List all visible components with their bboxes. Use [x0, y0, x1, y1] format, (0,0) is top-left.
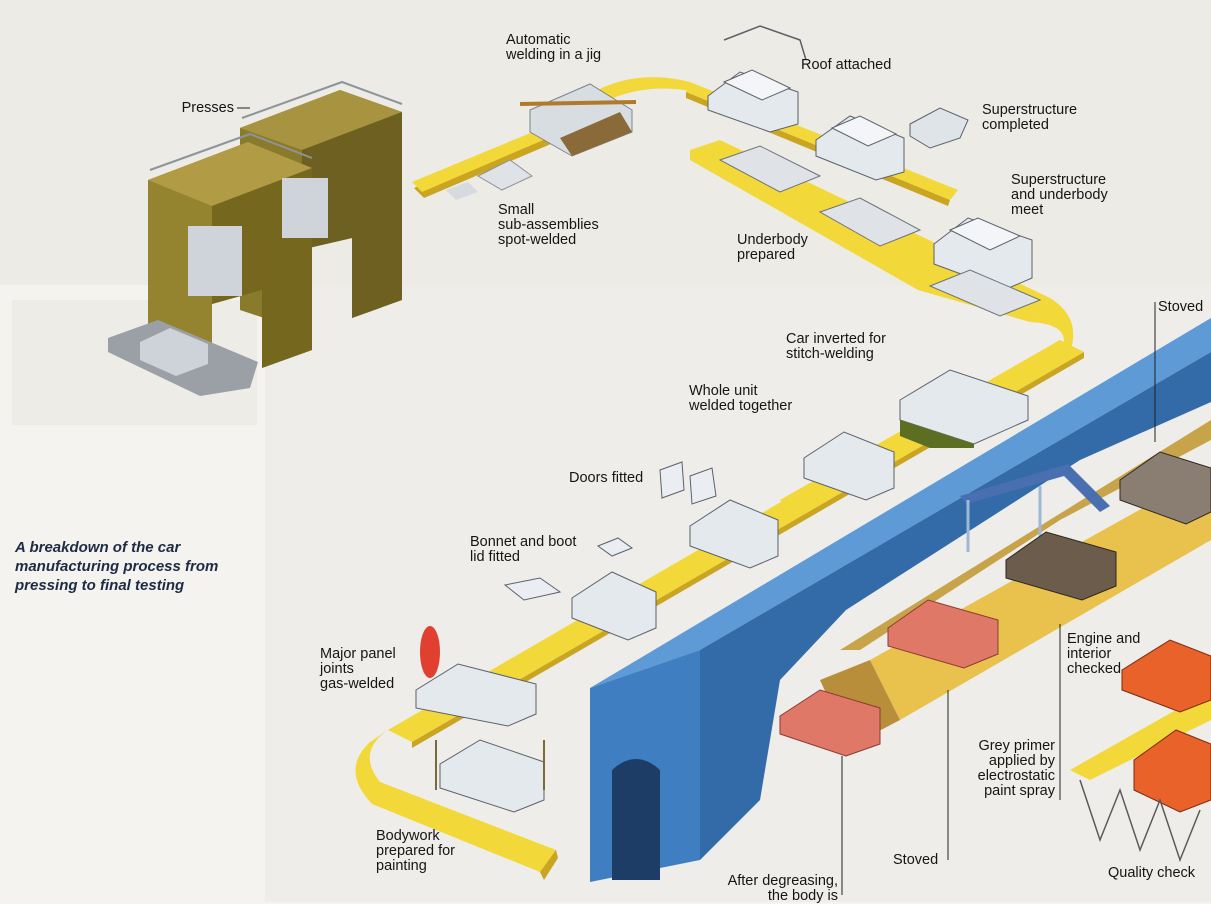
label-small-subassemblies: Small sub-assemblies spot-welded	[498, 202, 599, 248]
car-quality-check	[1133, 729, 1211, 813]
label-whole-unit: Whole unit welded together	[689, 383, 793, 414]
car-stoved-top	[1119, 451, 1211, 525]
label-stoved-bottom: Stoved	[893, 852, 939, 868]
label-underbody-prepared: Underbody prepared	[737, 232, 808, 263]
label-doors-fitted: Doors fitted	[569, 470, 644, 486]
car-body-roof-stage	[707, 25, 807, 133]
spray-arch	[960, 464, 1110, 552]
car-degreased	[779, 689, 881, 757]
label-roof-attached: Roof attached	[801, 57, 892, 73]
leader-lines	[237, 107, 1156, 895]
label-superstructure-completed: Superstructure completed	[982, 102, 1078, 133]
label-bodywork-prepared: Bodywork prepared for painting	[376, 828, 455, 874]
figure-caption: A breakdown of the car manufacturing pro…	[15, 539, 219, 594]
car-stoved	[887, 599, 999, 669]
car-engine-check	[1121, 639, 1211, 713]
presses	[108, 80, 403, 396]
car-body-bonnet	[503, 537, 657, 641]
label-engine-interior: Engine and interior checked	[1067, 631, 1141, 677]
label-bonnet-boot: Bonnet and boot lid fitted	[470, 534, 577, 565]
label-automatic-welding: Automatic welding in a jig	[506, 32, 602, 63]
final-check-area	[1070, 639, 1211, 863]
label-stoved-top: Stoved	[1158, 299, 1204, 315]
car-body-underbody-meet	[928, 217, 1042, 317]
gas-cylinder	[420, 626, 440, 678]
label-grey-primer: Grey primer applied by electrostatic pai…	[977, 738, 1055, 799]
superstructure-part	[909, 107, 969, 149]
label-after-degreasing: After degreasing, the body is	[727, 873, 838, 904]
car-body-whole-unit	[803, 431, 895, 501]
car-primer	[1005, 531, 1117, 601]
label-car-inverted: Car inverted for stitch-welding	[786, 331, 886, 362]
scissor-platform	[1079, 779, 1201, 863]
underbody-parts	[718, 145, 922, 247]
car-body-prepared	[435, 739, 545, 813]
car-inverted	[899, 369, 1029, 448]
label-quality-check: Quality check	[1108, 865, 1196, 881]
label-major-panel: Major panel joints gas-welded	[320, 646, 396, 692]
welding-jig	[446, 83, 637, 200]
car-body-gas-welded	[415, 626, 537, 727]
car-body-doors	[659, 461, 779, 569]
label-presses: Presses	[181, 100, 234, 116]
car-body-superstructure	[815, 115, 905, 181]
label-superstructure-underbody: Superstructure and underbody meet	[1011, 172, 1108, 218]
